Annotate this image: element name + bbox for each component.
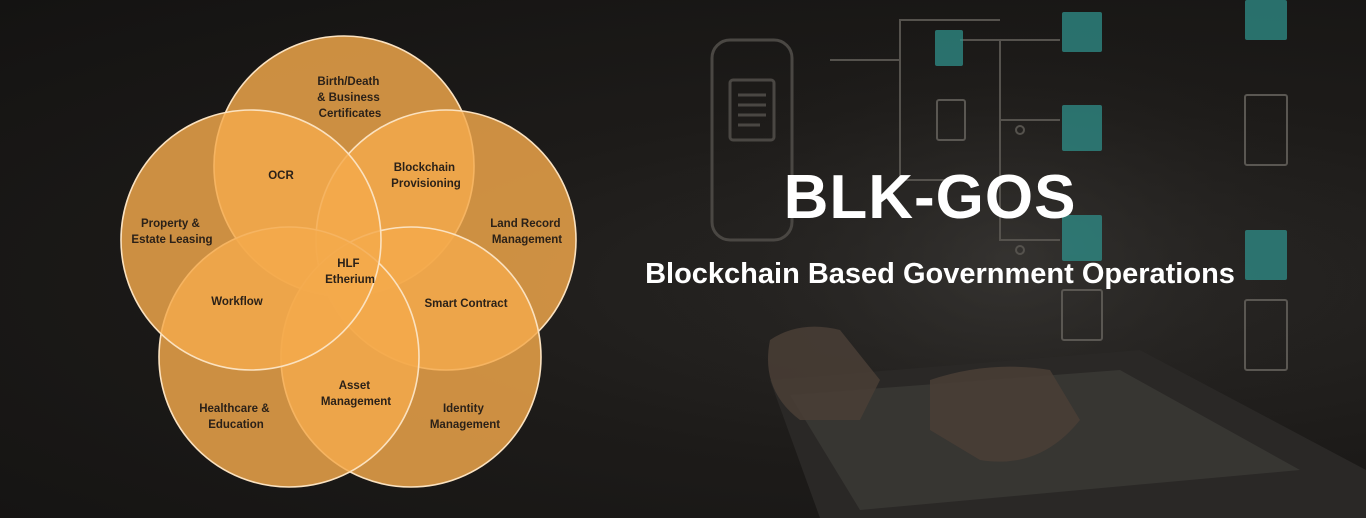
document-icon [710,38,794,242]
label-property-estate-leasing: Property & Estate Leasing [131,218,212,246]
label-land-record-management: Land Record Management [490,218,564,246]
label-core-hlf-etherium: HLF Etherium [325,258,375,286]
label-identity-management: Identity Management [430,403,500,431]
label-healthcare-education: Healthcare & Education [199,403,273,431]
document-icon [936,94,1288,371]
circuit-lines [830,19,1060,255]
label-asset-management: Asset Management [321,380,391,408]
label-workflow: Workflow [211,296,263,308]
label-smart-contract: Smart Contract [424,298,507,310]
label-ocr: OCR [268,170,294,182]
banner-title: BLK-GOS [783,163,1077,232]
venn-circle-left [120,109,382,371]
banner-subtitle: Blockchain Based Government Operations [645,258,1235,290]
venn-circles [120,35,577,488]
laptop-keyboard [768,326,1366,518]
label-birth-death-certificates: Birth/Death & Business Certificates [317,76,383,120]
label-blockchain-provisioning: Blockchain Provisioning [391,162,461,190]
